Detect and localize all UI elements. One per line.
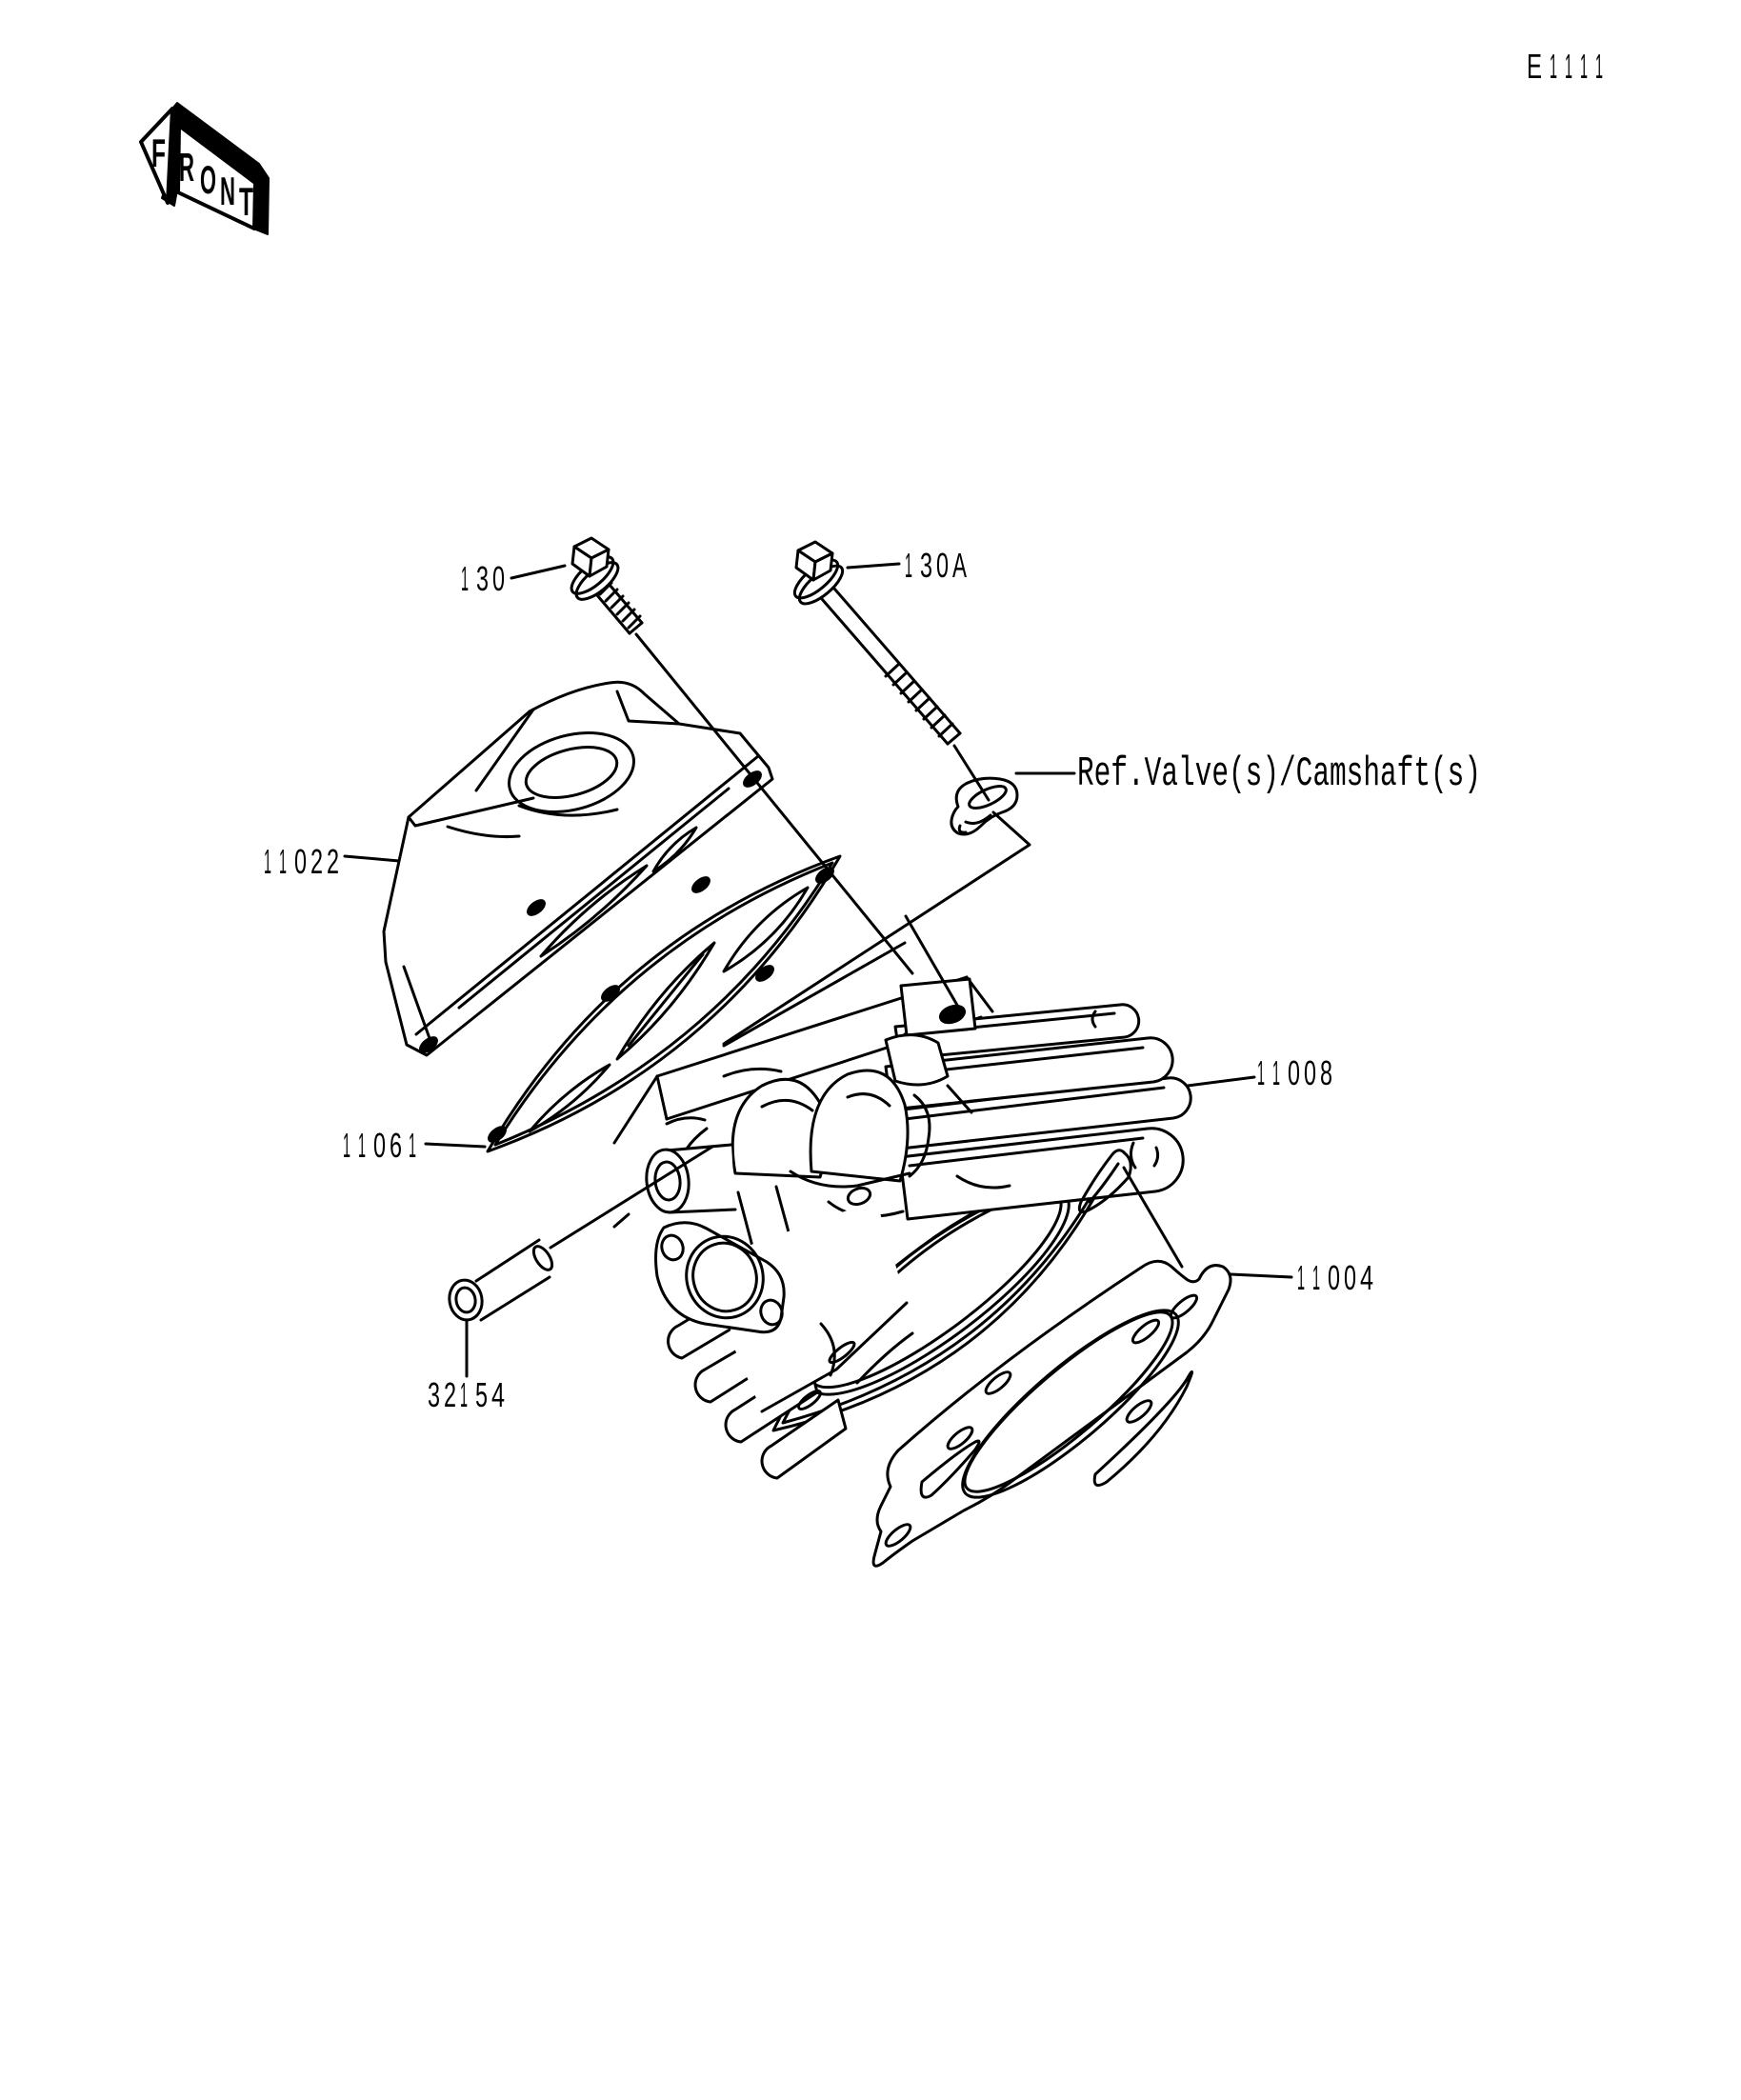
svg-text:F: F [151,130,166,175]
svg-text:1: 1 [1312,1258,1320,1297]
svg-text:5: 5 [475,1375,488,1414]
svg-text:1: 1 [1257,1053,1265,1092]
svg-text:4: 4 [1360,1258,1373,1297]
svg-text:1: 1 [1272,1053,1280,1092]
svg-text:8: 8 [1320,1053,1332,1092]
svg-text:2: 2 [327,842,339,881]
svg-text:1: 1 [1580,47,1588,86]
svg-text:1: 1 [264,842,271,881]
svg-text:A: A [952,546,967,585]
svg-text:3: 3 [428,1375,440,1414]
svg-text:0: 0 [294,842,307,881]
svg-text:1: 1 [1550,47,1557,86]
svg-text:0: 0 [1304,1053,1316,1092]
svg-text:E: E [1527,47,1542,86]
svg-text:1: 1 [409,1126,416,1165]
svg-text:1: 1 [460,1375,468,1414]
svg-text:1: 1 [343,1126,350,1165]
svg-text:0: 0 [1328,1258,1340,1297]
svg-text:2: 2 [310,842,323,881]
svg-text:1: 1 [1297,1258,1305,1297]
svg-text:1: 1 [1565,47,1572,86]
svg-text:1: 1 [1595,47,1603,86]
svg-text:3: 3 [920,546,932,585]
svg-text:0: 0 [1288,1053,1300,1092]
svg-text:Ref.Valve(s)/Camshaft(s): Ref.Valve(s)/Camshaft(s) [1077,750,1481,798]
svg-text:1: 1 [905,546,912,585]
svg-text:1: 1 [358,1126,366,1165]
svg-text:0: 0 [373,1126,386,1165]
svg-text:0: 0 [492,559,505,598]
svg-text:1: 1 [461,559,469,598]
svg-text:0: 0 [936,546,949,585]
svg-text:R: R [179,145,194,190]
svg-text:4: 4 [491,1375,505,1414]
svg-text:1: 1 [279,842,287,881]
svg-text:3: 3 [476,559,489,598]
svg-text:6: 6 [390,1126,402,1165]
svg-text:0: 0 [1344,1258,1356,1297]
svg-text:2: 2 [444,1375,456,1414]
svg-text:O: O [200,157,216,202]
svg-text:N: N [220,169,235,213]
svg-text:T: T [239,179,253,224]
